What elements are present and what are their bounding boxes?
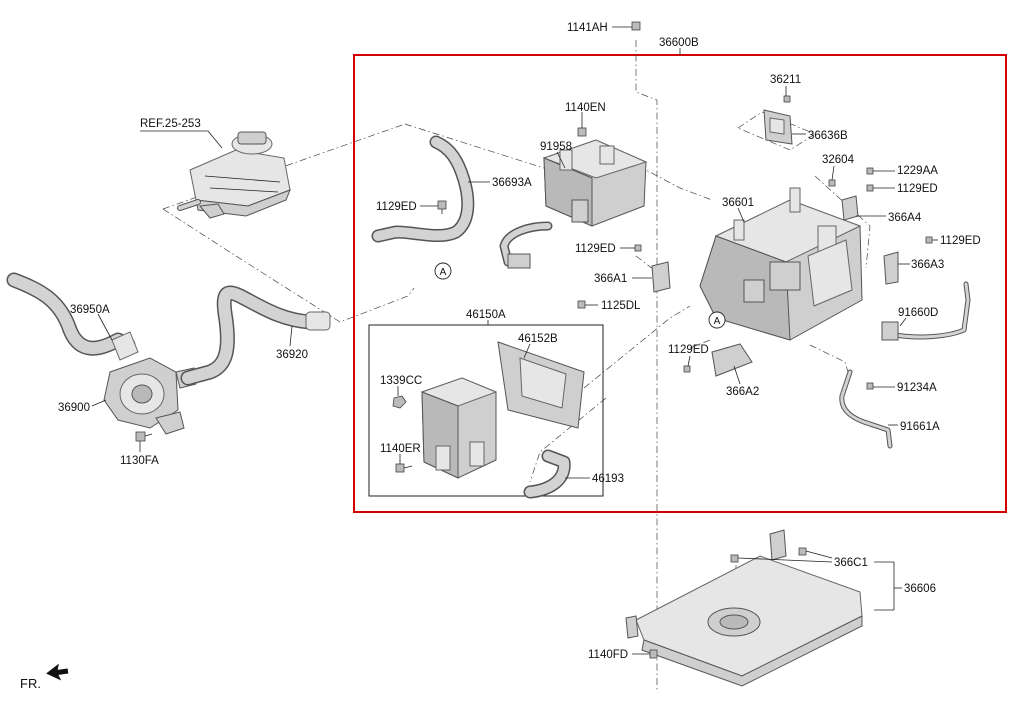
label-1129ed-a[interactable]: 1129ED — [376, 201, 417, 213]
sub-assembly-box — [368, 324, 604, 497]
bracket-46152b[interactable] — [497, 341, 585, 429]
callout-a-right: A — [708, 311, 726, 329]
callout-a-left: A — [434, 262, 452, 280]
label-91234a[interactable]: 91234A — [897, 382, 937, 394]
hose-36950a[interactable] — [6, 272, 136, 356]
label-366c1[interactable]: 366C1 — [834, 557, 868, 569]
label-36601[interactable]: 36601 — [722, 197, 754, 209]
label-366a3[interactable]: 366A3 — [911, 259, 944, 271]
label-366a2[interactable]: 366A2 — [726, 386, 759, 398]
label-ref-25-253[interactable]: REF.25-253 — [140, 118, 201, 130]
label-36900[interactable]: 36900 — [58, 402, 90, 414]
label-366a4[interactable]: 366A4 — [888, 212, 922, 224]
component-91958[interactable] — [499, 139, 648, 269]
bolt-32604-icon — [828, 179, 836, 187]
label-1140en[interactable]: 1140EN — [565, 102, 606, 114]
label-36693a[interactable]: 36693A — [492, 177, 532, 189]
bolt-1129ed-b-icon — [634, 244, 642, 252]
bolt-36211-icon — [783, 95, 791, 103]
front-direction-indicator: FR. — [20, 663, 69, 691]
bolt-1140fd-icon — [649, 649, 658, 659]
cable-91661a[interactable] — [839, 369, 893, 449]
label-36950a[interactable]: 36950A — [70, 304, 110, 316]
bolt-1125dl-icon — [577, 300, 586, 309]
component-46150a[interactable] — [420, 377, 498, 479]
hose-46193[interactable] — [523, 449, 571, 499]
hose-36693a[interactable] — [371, 135, 475, 243]
bracket-366a2[interactable] — [711, 343, 753, 377]
bolt-366c1-icon — [730, 547, 807, 563]
label-1141ah[interactable]: 1141AH — [567, 22, 608, 34]
cable-91660d[interactable] — [881, 281, 971, 341]
label-1140fd[interactable]: 1140FD — [588, 649, 628, 661]
coolant-reservoir[interactable] — [177, 131, 291, 219]
bolt-1141ah-icon — [631, 21, 641, 31]
label-91661a[interactable]: 91661A — [900, 421, 940, 433]
svg-text:A: A — [440, 267, 447, 278]
bolt-1129ed-d-icon — [925, 236, 933, 244]
label-1229aa[interactable]: 1229AA — [897, 165, 938, 177]
label-36920[interactable]: 36920 — [276, 349, 308, 361]
label-32604[interactable]: 32604 — [822, 154, 855, 166]
bolt-1129ed-c-icon — [866, 184, 874, 192]
label-1129ed-b[interactable]: 1129ED — [575, 243, 616, 255]
label-46193[interactable]: 46193 — [592, 473, 624, 485]
bracket-366a3[interactable] — [883, 251, 899, 285]
tray-36606[interactable] — [625, 529, 863, 687]
label-1125dl[interactable]: 1125DL — [601, 300, 641, 312]
bolt-1129ed-a-icon — [437, 200, 447, 214]
front-label: FR. — [20, 676, 41, 691]
water-pump[interactable] — [103, 331, 197, 435]
bolt-1129ed-e-icon — [683, 365, 691, 373]
main-unit-36601[interactable] — [699, 187, 863, 341]
label-36211[interactable]: 36211 — [770, 74, 801, 86]
bolt-1229aa-icon — [866, 167, 874, 175]
label-1140er[interactable]: 1140ER — [380, 443, 421, 455]
label-36636b[interactable]: 36636B — [808, 130, 848, 142]
hose-36920[interactable] — [180, 285, 331, 386]
leader-lines — [91, 26, 938, 655]
label-1129ed-c[interactable]: 1129ED — [897, 183, 938, 195]
part-labels: 1141AH 36600B REF.25-253 36211 1140EN 36… — [58, 22, 981, 661]
bracket-36636b[interactable] — [763, 109, 793, 145]
label-1130fa[interactable]: 1130FA — [120, 455, 159, 467]
bracket-366a1[interactable] — [651, 261, 671, 293]
svg-text:A: A — [714, 316, 721, 327]
front-arrow-icon — [46, 663, 69, 681]
label-46152b[interactable]: 46152B — [518, 333, 558, 345]
label-46150a[interactable]: 46150A — [466, 309, 506, 321]
label-91660d[interactable]: 91660D — [898, 307, 938, 319]
bolt-1140en-icon — [577, 127, 587, 137]
nut-1339cc-icon — [392, 395, 407, 409]
label-366a1[interactable]: 366A1 — [594, 273, 627, 285]
bracket-366a4[interactable] — [841, 195, 859, 221]
label-36606[interactable]: 36606 — [904, 583, 936, 595]
label-91958[interactable]: 91958 — [540, 141, 572, 153]
label-1129ed-d[interactable]: 1129ED — [940, 235, 981, 247]
bolt-1140er-icon — [395, 463, 413, 473]
bolt-91234a-icon — [866, 382, 874, 390]
label-36600b[interactable]: 36600B — [659, 37, 699, 49]
label-1129ed-e[interactable]: 1129ED — [668, 344, 709, 356]
label-1339cc[interactable]: 1339CC — [380, 375, 422, 387]
bolt-1130fa-icon — [135, 431, 153, 442]
assembly-lines — [162, 40, 871, 690]
